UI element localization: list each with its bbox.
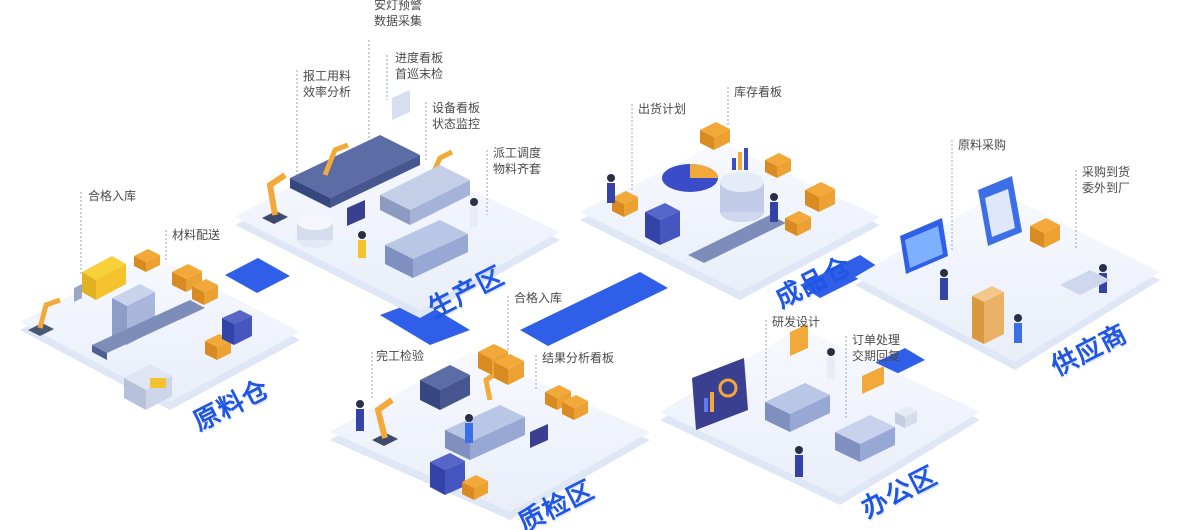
label-qualified-in-raw: 合格入库 — [88, 189, 137, 203]
worker-icon — [358, 198, 478, 258]
worker-icon — [607, 174, 778, 222]
pie-chart-icon — [662, 164, 718, 192]
worker-icon — [356, 400, 473, 443]
phone-icon — [978, 176, 1022, 246]
monitor-icon — [900, 218, 948, 274]
label-result-board: 结果分析看板 — [542, 351, 615, 365]
desk-icon — [835, 415, 895, 462]
raw-objects — [28, 249, 252, 410]
desk-icon — [1060, 270, 1110, 295]
conveyor-icon — [92, 300, 205, 360]
cylinder-icon — [720, 172, 764, 222]
forklift-icon — [430, 453, 465, 495]
label-raw-purchase: 原料采购 — [958, 138, 1007, 152]
quality-objects — [356, 344, 588, 500]
label-completion-check: 完工检验 — [376, 349, 425, 363]
connector-production-quality — [380, 300, 470, 345]
board-icon — [692, 358, 748, 430]
label-rd-design: 研发设计 — [772, 315, 821, 329]
label-purchase-arrival: 采购到货委外到厂 — [1082, 165, 1131, 195]
label-dispatch: 派工调度物料齐套 — [493, 146, 542, 176]
workstation-icon — [385, 220, 468, 278]
workstation-icon — [765, 383, 830, 432]
robot-arm-icon — [28, 297, 61, 336]
production-objects — [262, 90, 478, 278]
monitor-icon — [530, 424, 548, 448]
monitor-icon — [347, 90, 410, 226]
office-objects — [692, 324, 917, 477]
worker-icon — [795, 348, 835, 477]
label-material-delivery: 材料配送 — [172, 228, 221, 242]
truck-icon — [74, 256, 126, 302]
bar-chart-icon — [732, 148, 748, 170]
label-qualified-in-qc: 合格入库 — [514, 291, 563, 305]
assembly-line-icon — [290, 135, 454, 208]
conveyor-icon — [688, 215, 786, 263]
label-shipping-plan: 出货计划 — [638, 102, 687, 116]
cube-icon — [895, 406, 917, 428]
boxes-icon — [612, 122, 835, 236]
boxes-icon — [134, 249, 231, 360]
machine-icon — [380, 165, 470, 225]
robot-arm-icon — [262, 172, 288, 224]
label-progress: 进度看板首巡末检 — [395, 51, 444, 81]
forklift-icon — [645, 203, 680, 245]
machine-icon — [420, 365, 470, 410]
boxes-icon — [462, 344, 588, 500]
van-icon — [124, 364, 172, 410]
cylinder-icon — [297, 214, 333, 248]
connector-raw-production — [225, 258, 290, 293]
finished-objects — [607, 122, 835, 263]
shelf-icon — [972, 286, 1004, 344]
supplier-objects — [900, 176, 1110, 344]
label-equipment: 设备看板状态监控 — [432, 101, 481, 131]
boxes-icon — [1030, 218, 1060, 248]
forklift-icon — [222, 310, 252, 345]
monitor-icon — [790, 324, 884, 394]
label-andon: 安灯预警数据采集 — [374, 0, 423, 28]
label-inventory-board: 库存看板 — [734, 85, 783, 99]
connector-paths — [225, 255, 925, 382]
label-order-processing: 订单处理交期回复 — [852, 333, 901, 363]
leader-lines — [80, 40, 1077, 420]
label-report: 报工用料效率分析 — [303, 69, 352, 99]
connector-quality-finished — [520, 272, 668, 346]
connector-finished-supplier — [800, 255, 880, 298]
